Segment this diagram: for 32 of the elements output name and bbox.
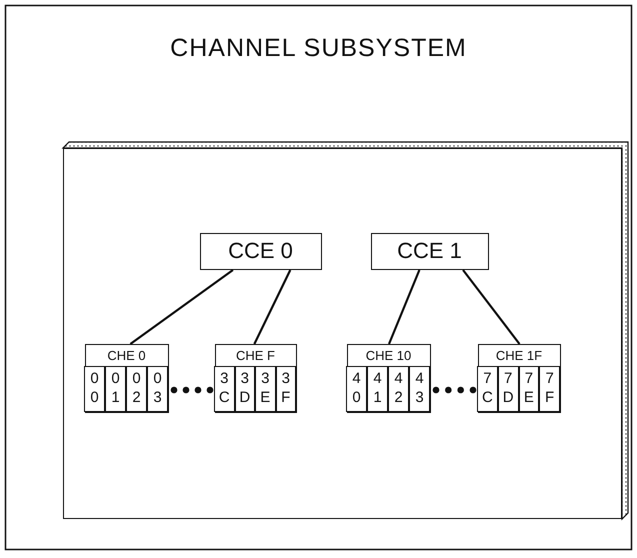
channel-group-box [214,344,296,412]
diagram-title: CHANNEL SUBSYSTEM [169,34,468,63]
connector-line [130,269,234,345]
connector-line [253,270,292,344]
channel-cell: 0 3 [147,366,168,412]
channel-cell: 3 E [255,366,276,412]
channel-cell: 4 3 [409,366,430,412]
channel-cell: 0 1 [105,366,126,412]
channel-cell: 4 2 [388,366,409,412]
group-heading: CHE F [235,346,276,364]
channel-cell: 3 F [276,366,296,412]
channel-cell: 4 0 [346,366,367,412]
channel-cell: 0 2 [126,366,147,412]
controller-box: CCE 1 [370,232,488,270]
system-panel [63,148,622,519]
group-heading: CHE 0 [106,346,147,364]
group-heading: CHE 10 [364,346,412,364]
channel-cell: 7 D [498,366,518,412]
channel-group-box [346,344,430,412]
connector-line [388,270,420,344]
channel-cell: 3 D [234,366,255,412]
channel-cell: 0 0 [84,366,105,412]
controller-box: CCE 0 [200,232,322,270]
connector-line [462,269,520,345]
channel-cell: 7 E [518,366,540,412]
channel-group-box [478,344,560,412]
channel-cell: 4 1 [367,366,388,412]
channel-cell: 7 C [477,366,498,412]
channel-cell: 3 C [214,366,234,412]
channel-group-box [84,344,168,412]
channel-cell: 7 F [539,366,560,412]
group-heading: CHE 1F [494,346,544,364]
